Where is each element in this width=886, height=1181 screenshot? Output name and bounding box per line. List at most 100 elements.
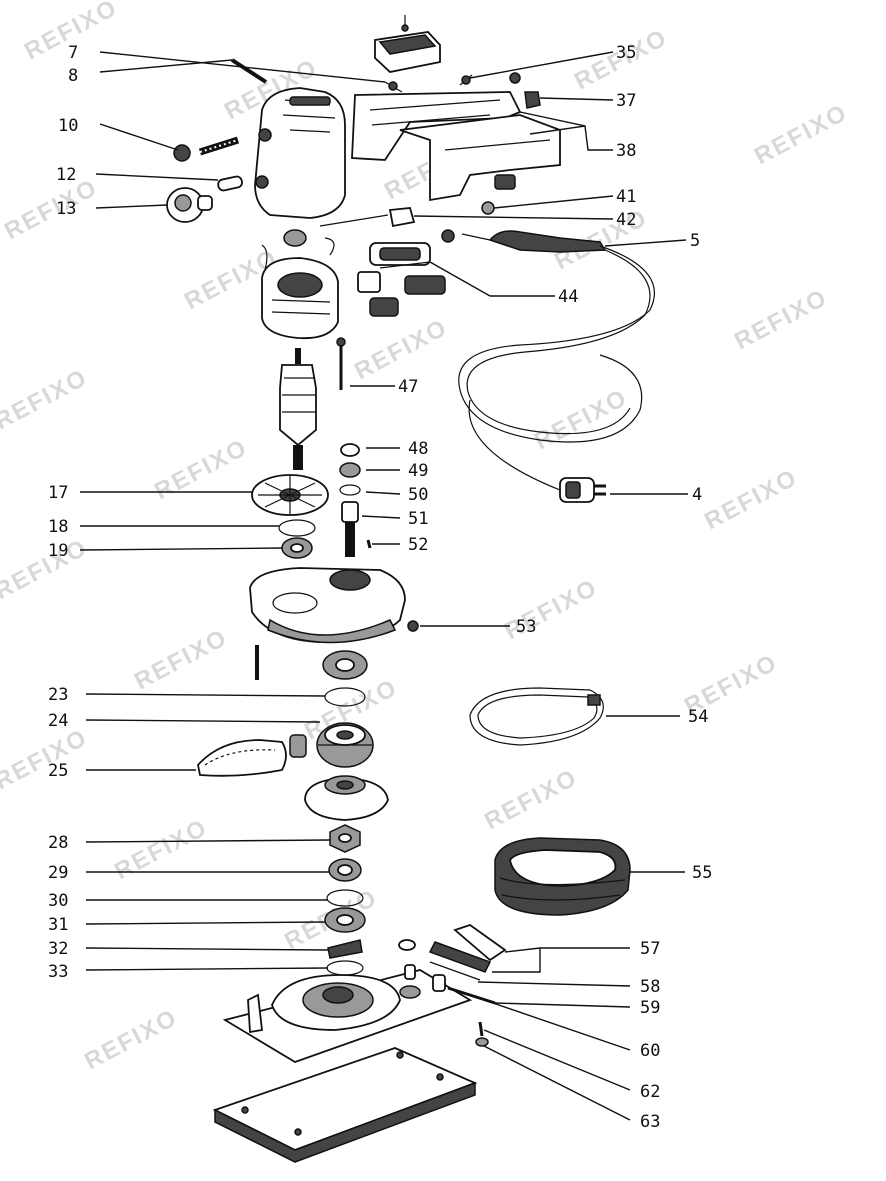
watermark: REFIXO [350, 314, 452, 385]
label-10: 10 [58, 116, 78, 136]
label-55: 55 [692, 863, 712, 883]
part-screw-7 [384, 81, 403, 93]
part-power-cord-4 [458, 245, 655, 503]
part-washer-63 [475, 1037, 489, 1047]
part-screw-35 [459, 74, 473, 86]
label-28: 28 [48, 833, 68, 853]
part-screw-62 [478, 1021, 484, 1037]
part-cover-55 [494, 837, 631, 916]
part-spring-58 [429, 961, 481, 981]
part-knob-13 [166, 187, 213, 223]
part-band-54 [469, 687, 604, 746]
part-washer-32 [327, 939, 363, 959]
label-13: 13 [56, 199, 76, 219]
part-ring-18 [278, 519, 316, 537]
part-armature [279, 348, 317, 470]
label-37: 37 [616, 91, 636, 111]
label-19: 19 [48, 541, 68, 561]
watermark: REFIXO [480, 764, 582, 835]
label-54: 54 [688, 707, 708, 727]
part-belt-25 [197, 734, 307, 777]
part-eccentric-hub [304, 775, 389, 821]
part-sanding-pad [212, 1047, 478, 1163]
watermark: REFIXO [0, 174, 102, 245]
part-sleeve-12 [217, 175, 243, 192]
watermark: REFIXO [150, 434, 252, 505]
label-47: 47 [398, 377, 418, 397]
part-bearing-19 [281, 537, 313, 559]
part-cable-protector-5 [441, 229, 607, 253]
label-38: 38 [616, 141, 636, 161]
label-29: 29 [48, 863, 68, 883]
watermark: REFIXO [0, 364, 92, 435]
part-pin-8 [230, 58, 268, 84]
watermark: REFIXO [0, 534, 92, 605]
label-17: 17 [48, 483, 68, 503]
label-32: 32 [48, 939, 68, 959]
watermark: REFIXO [130, 624, 232, 695]
label-33: 33 [48, 962, 68, 982]
label-48: 48 [408, 439, 428, 459]
label-53: 53 [516, 617, 536, 637]
label-24: 24 [48, 711, 68, 731]
label-41: 41 [616, 187, 636, 207]
label-52: 52 [408, 535, 428, 555]
part-screw-47 [336, 337, 346, 390]
watermark: REFIXO [750, 99, 852, 170]
label-42: 42 [616, 210, 636, 230]
part-circlip-50 [339, 484, 361, 496]
part-stator [261, 229, 339, 340]
label-44: 44 [558, 287, 578, 307]
part-circlip-23 [324, 687, 366, 707]
part-switch-44 [357, 242, 446, 317]
label-30: 30 [48, 891, 68, 911]
part-labels: 7 8 10 12 13 35 37 38 41 42 5 44 47 48 4… [48, 43, 712, 1132]
watermark: REFIXO [530, 384, 632, 455]
part-base-plate [222, 939, 473, 1063]
part-nut-41 [481, 201, 495, 215]
part-shaft-51 [341, 501, 359, 557]
watermark: REFIXO [0, 724, 92, 795]
part-gear-housing [249, 567, 406, 644]
label-7: 7 [68, 43, 78, 63]
part-handle-38 [351, 91, 561, 202]
label-60: 60 [640, 1041, 660, 1061]
part-bearing-49 [339, 462, 361, 478]
part-switch-cap [374, 15, 441, 73]
watermark: REFIXO [700, 464, 802, 535]
part-brush-42 [319, 207, 416, 228]
label-59: 59 [640, 998, 660, 1018]
part-pin-52 [366, 539, 372, 549]
part-gear-24 [316, 722, 374, 768]
label-63: 63 [640, 1112, 660, 1132]
part-bearing-31 [324, 907, 366, 933]
label-49: 49 [408, 461, 428, 481]
part-ring-30 [326, 889, 364, 907]
part-bearing-upper [322, 650, 368, 680]
label-62: 62 [640, 1082, 660, 1102]
label-25: 25 [48, 761, 68, 781]
label-57: 57 [640, 939, 660, 959]
part-clamp-57 [428, 924, 507, 973]
label-35: 35 [616, 43, 636, 63]
part-ring-33 [326, 960, 364, 976]
part-nut-28 [329, 824, 361, 853]
watermark: REFIXO [730, 284, 832, 355]
part-washer-48 [340, 443, 360, 457]
label-12: 12 [56, 165, 76, 185]
label-18: 18 [48, 517, 68, 537]
label-51: 51 [408, 509, 428, 529]
part-screw-53 [407, 620, 419, 632]
part-motor-housing [254, 87, 346, 219]
watermark: REFIXO [110, 814, 212, 885]
part-nut-37 [509, 72, 541, 109]
leader-lines [79, 51, 688, 1121]
label-5: 5 [690, 231, 700, 251]
label-23: 23 [48, 685, 68, 705]
label-8: 8 [68, 66, 78, 86]
part-bearing-29 [328, 858, 362, 882]
part-stud-10 [173, 136, 240, 162]
watermark: REFIXO [80, 1004, 182, 1075]
